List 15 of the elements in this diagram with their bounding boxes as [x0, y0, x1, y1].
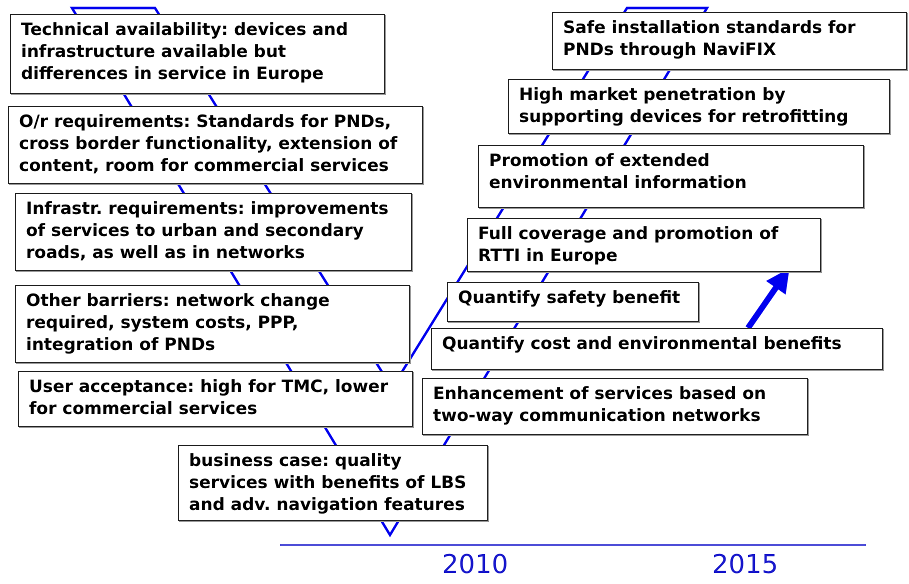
roadmap-box: Infrastr. requirements: improvements of services to urban and secondary roads, as well as in networks [15, 193, 412, 271]
roadmap-box: O/r requirements: Standards for PNDs, cross border functionality, extension of content, room for commercial services [8, 106, 423, 184]
roadmap-box: Technical availability: devices and infrastructure available but differences in service in Europe [10, 14, 385, 94]
roadmap-box: business case: quality services with benefits of LBS and adv. navigation features [178, 445, 488, 521]
roadmap-box: Full coverage and promotion of RTTI in Europe [467, 218, 821, 272]
roadmap-box: Other barriers: network change required, system costs, PPP, integration of PNDs [15, 285, 410, 363]
year-label: 2015 [712, 550, 778, 580]
year-label: 2010 [442, 550, 508, 580]
roadmap-box: Promotion of extended environmental information [478, 145, 864, 208]
roadmap-box: User acceptance: high for TMC, lower for commercial services [18, 371, 413, 427]
roadmap-box: Safe installation standards for PNDs through NaviFIX [552, 12, 907, 70]
roadmap-box: Enhancement of services based on two-way communication networks [422, 378, 808, 435]
roadmap-box: High market penetration by supporting devices for retrofitting [508, 79, 890, 134]
roadmap-box: Quantify cost and environmental benefits [431, 328, 883, 370]
roadmap-box: Quantify safety benefit [447, 282, 699, 322]
